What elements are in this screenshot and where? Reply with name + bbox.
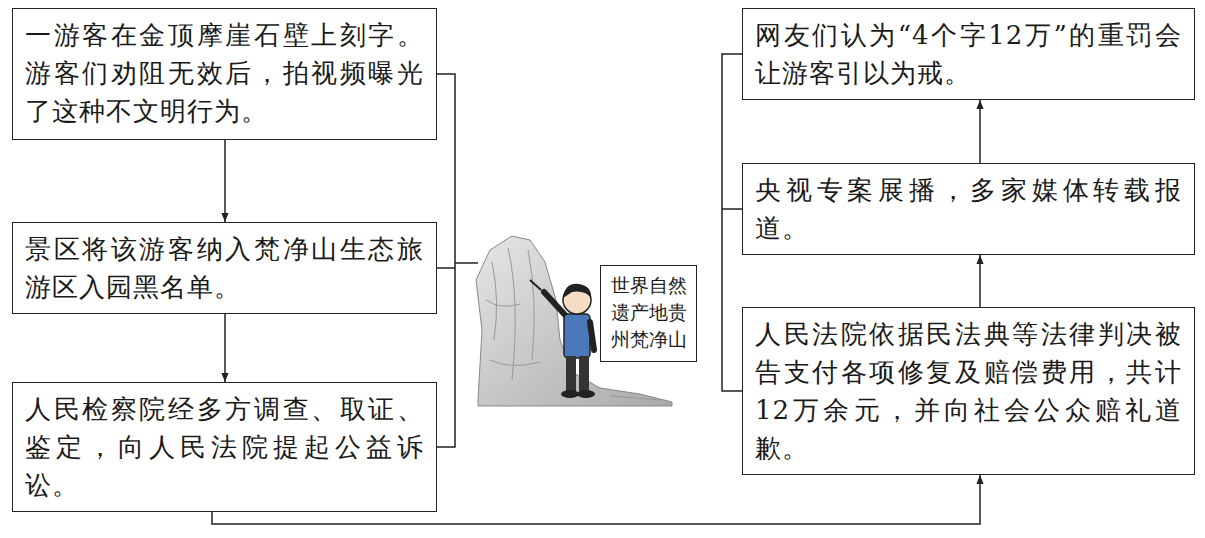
box-text: 网友们认为“4个字12万”的重罚会让游客引以为戒。 [755,16,1182,92]
bracket-line [722,54,742,391]
bracket-line [722,208,742,210]
process-box: 一游客在金顶摩崖石壁上刻字。游客们劝阻无效后，拍视频曝光了这种不文明行为。 [12,8,437,140]
box-text: 一游客在金顶摩崖石壁上刻字。游客们劝阻无效后，拍视频曝光了这种不文明行为。 [25,16,424,130]
box-text: 世界自然遗产地贵州梵净山 [609,272,688,353]
process-box: 网友们认为“4个字12万”的重罚会让游客引以为戒。 [742,8,1195,100]
box-text: 央视专案展播，多家媒体转载报道。 [755,171,1182,247]
flow-arrow [979,100,981,163]
flow-arrow [224,314,226,382]
bracket-line [437,74,455,447]
process-box: 央视专案展播，多家媒体转载报道。 [742,163,1195,255]
box-text: 人民法院依据民法典等法律判决被告支付各项修复及赔偿费用，共计12万余元，并向社会… [755,315,1182,467]
place-label-box: 世界自然遗产地贵州梵净山 [600,265,697,362]
box-text: 人民检察院经多方调查、取证、鉴定，向人民法院提起公益诉讼。 [25,390,424,504]
process-box: 人民检察院经多方调查、取证、鉴定，向人民法院提起公益诉讼。 [12,382,437,512]
tourist-figure [530,280,595,398]
bracket-line [455,262,478,264]
bracket-line [437,267,455,269]
process-box: 景区将该游客纳入梵净山生态旅游区入园黑名单。 [12,222,437,314]
box-text: 景区将该游客纳入梵净山生态旅游区入园黑名单。 [25,230,424,306]
flow-arrow [979,255,981,307]
flow-arrow [224,140,226,222]
process-box: 人民法院依据民法典等法律判决被告支付各项修复及赔偿费用，共计12万余元，并向社会… [742,307,1195,475]
